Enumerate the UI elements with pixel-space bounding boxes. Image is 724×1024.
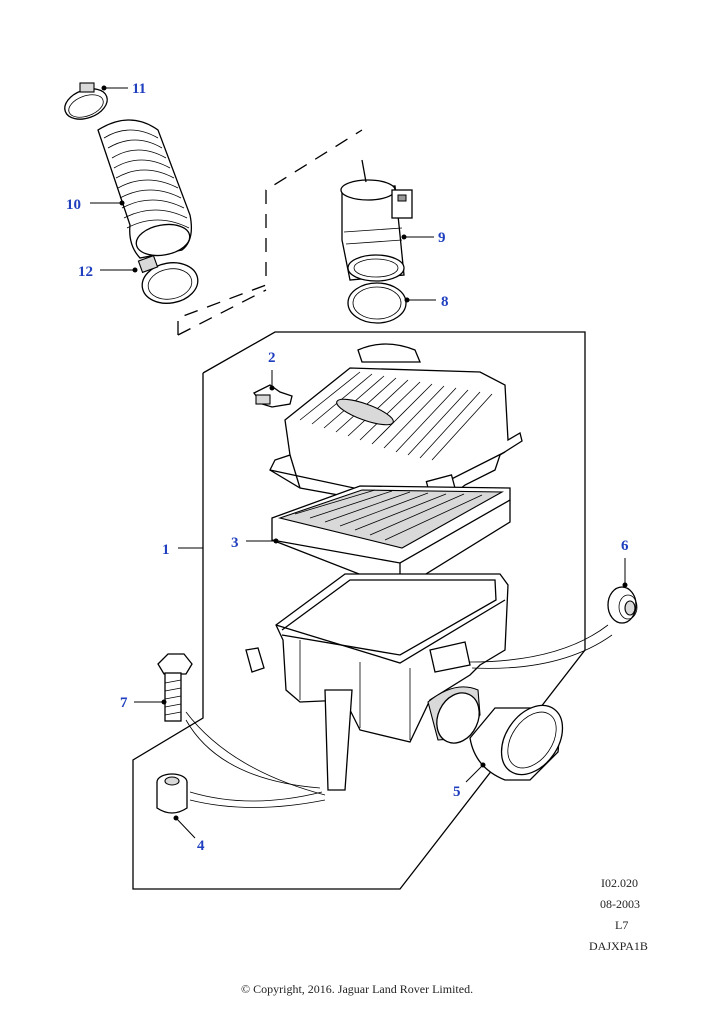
hose-clamp-top-part xyxy=(64,82,108,120)
dashed-group-boundary xyxy=(177,129,363,336)
air-cleaner-housing-part xyxy=(275,573,509,791)
mass-air-flow-sensor-part xyxy=(340,159,413,282)
bolt-part xyxy=(157,653,193,722)
illustration-code: I02.020 xyxy=(601,876,638,890)
callout-10: 10 xyxy=(66,197,81,213)
assembly-boundary xyxy=(132,331,586,890)
illustration-date: 08-2003 xyxy=(600,897,640,911)
reference-block: I02.020 08-2003 L7 DAJXPA1B xyxy=(589,876,648,953)
illustration-line: L7 xyxy=(615,918,628,932)
callout-9: 9 xyxy=(438,230,446,246)
callout-2: 2 xyxy=(268,350,276,366)
illustration-reference-code: DAJXPA1B xyxy=(589,939,648,953)
callout-7: 7 xyxy=(120,695,128,711)
leader-lines xyxy=(90,85,628,839)
intake-hose-part xyxy=(97,119,193,259)
hose-clamp-lower-part xyxy=(137,254,199,304)
callout-1: 1 xyxy=(162,542,170,558)
mounting-bush-part xyxy=(156,773,188,814)
grommet-part xyxy=(607,586,638,624)
callout-11: 11 xyxy=(132,81,146,97)
outlet-coupler-part xyxy=(469,704,564,781)
callout-6: 6 xyxy=(621,538,629,554)
callout-4: 4 xyxy=(197,838,205,854)
callout-labels: 1 2 3 4 5 6 7 8 9 10 11 12 xyxy=(66,81,629,854)
small-clip-part xyxy=(245,647,265,673)
callout-12: 12 xyxy=(78,264,93,280)
air-cleaner-cover-part xyxy=(269,343,523,509)
copyright-notice: © Copyright, 2016. Jaguar Land Rover Lim… xyxy=(241,982,473,996)
callout-5: 5 xyxy=(453,784,461,800)
callout-3: 3 xyxy=(231,535,239,551)
assembly-indicator-curves xyxy=(185,624,613,808)
o-ring-part xyxy=(347,282,407,324)
callout-8: 8 xyxy=(441,294,449,310)
